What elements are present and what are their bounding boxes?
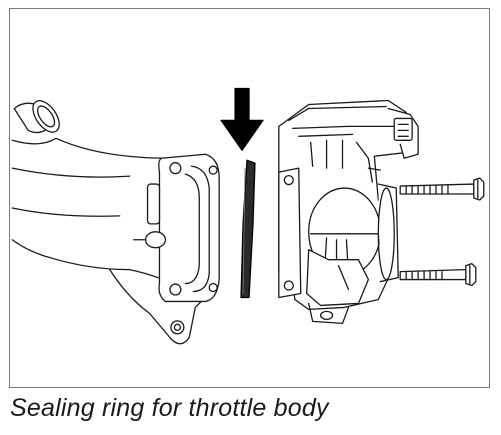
intake-pipe (11, 100, 206, 345)
throttle-body-diagram (11, 87, 485, 345)
throttle-body (278, 99, 419, 324)
down-arrow-icon (220, 87, 264, 151)
bolt-upper (399, 177, 485, 201)
bolt-lower (399, 263, 477, 287)
figure-caption: Sealing ring for throttle body (10, 394, 329, 422)
figure-frame (9, 8, 490, 388)
pipe-flange (132, 153, 220, 303)
sealing-ring (240, 159, 256, 299)
